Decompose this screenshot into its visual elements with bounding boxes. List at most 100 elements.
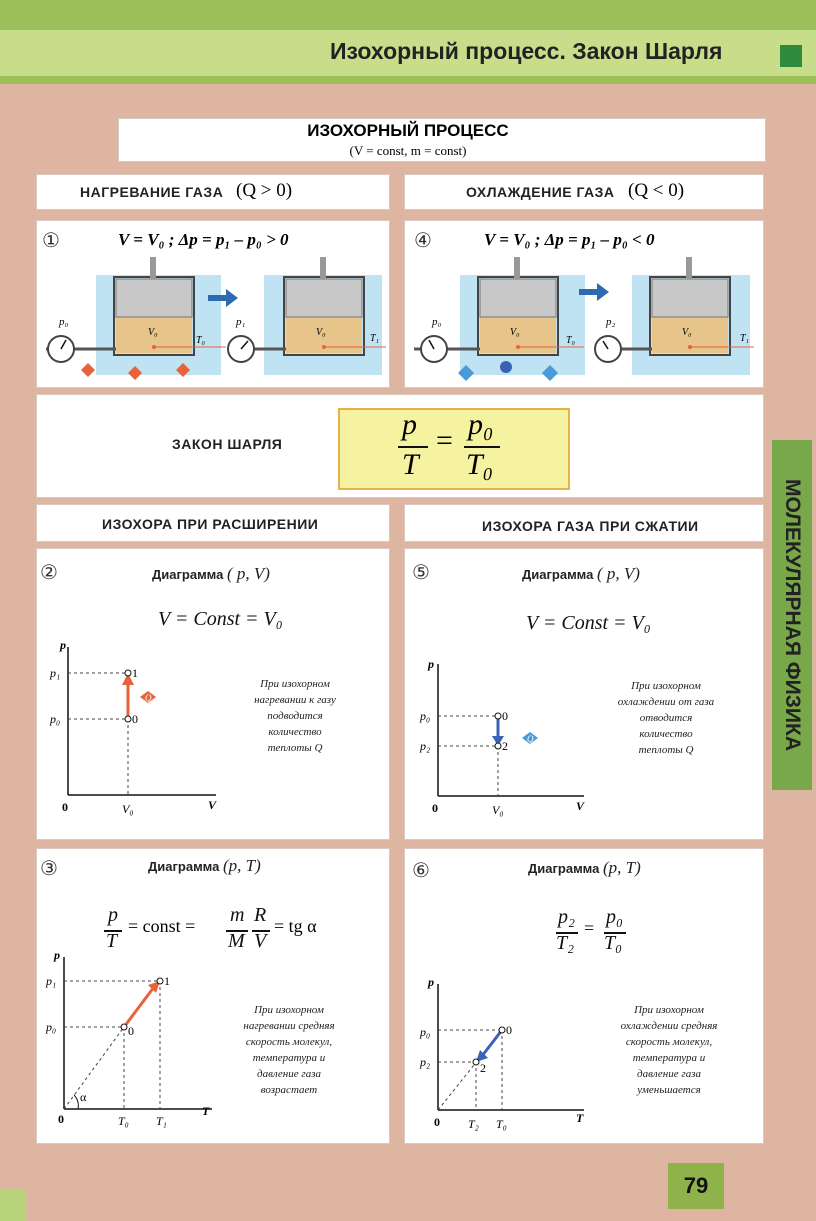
svg-text:T₀: T₀	[118, 1114, 129, 1128]
law-num-right: p₀	[468, 408, 494, 441]
cooling-formula: V = V₀ ; Δp = p₁ – p₀ < 0	[484, 230, 655, 249]
d6-eq-eq: =	[584, 918, 595, 938]
svg-text:T₂: T₂	[468, 1117, 479, 1131]
expansion-label: ИЗОХОРА ПРИ РАСШИРЕНИИ	[102, 516, 319, 532]
d3-eq-bar1	[104, 930, 122, 932]
svg-text:p₂: p₂	[419, 739, 430, 753]
section-sidebar: МОЛЕКУЛЯРНАЯ ФИЗИКА	[772, 440, 812, 790]
cooling-arrow-icon	[458, 365, 474, 381]
svg-text:V₀: V₀	[122, 802, 134, 816]
diagram5-panel	[404, 548, 764, 840]
d6-eq-p2: p₂	[558, 906, 575, 928]
svg-text:T₁: T₁	[740, 333, 749, 344]
expansion-header-panel	[36, 504, 390, 542]
law-bar-right	[464, 446, 500, 448]
cooling-arrow-icon	[542, 365, 558, 381]
svg-text:2: 2	[502, 739, 508, 753]
cooling-number: ④	[414, 230, 432, 252]
d3-eq-tg: = tg α	[274, 916, 317, 936]
page-number-box	[668, 1163, 724, 1209]
svg-text:1: 1	[164, 974, 170, 988]
diagram5-chart: p V 0 p₀ p₂ V₀ 0 2 Q	[419, 657, 585, 817]
svg-text:p: p	[427, 975, 434, 989]
d3-eq-const: = const =	[128, 916, 196, 936]
compression-label: ИЗОХОРА ГАЗА ПРИ СЖАТИИ	[482, 518, 699, 534]
svg-text:V₀: V₀	[682, 327, 692, 338]
diagram2-number: ②	[40, 562, 58, 584]
svg-text:p₂: p₂	[419, 1055, 430, 1069]
diagram2-equation: V = Const = V₀	[158, 608, 283, 630]
piston-right	[285, 278, 363, 318]
cooling-label: ОХЛАЖДЕНИЕ ГАЗА	[466, 184, 615, 200]
heat-flame-icon	[81, 363, 95, 377]
diagram6-number: ⑥	[412, 860, 430, 882]
header-stripe	[0, 76, 816, 84]
heating-number: ①	[42, 230, 60, 252]
diagram3-number: ③	[40, 858, 58, 880]
law-label: ЗАКОН ШАРЛЯ	[172, 436, 283, 452]
diagram3-chart: p T 0 p₁ p₀ T₀ T₁ 1 0 α	[45, 948, 212, 1128]
section-sidebar-label: МОЛЕКУЛЯРНАЯ ФИЗИКА	[781, 479, 804, 751]
svg-text:0: 0	[432, 801, 438, 815]
diagram3-title: Диаграмма (p, T)	[148, 856, 261, 875]
heating-formula: V = V₀ ; Δp = p₁ – p₀ > 0	[118, 230, 289, 249]
svg-text:p₀: p₀	[419, 1025, 430, 1039]
heating-label: НАГРЕВАНИЕ ГАЗА	[80, 184, 224, 200]
svg-text:p₁: p₁	[49, 666, 60, 680]
svg-text:T₁: T₁	[370, 333, 379, 344]
header-band	[0, 30, 816, 82]
d3-eq-m: m	[230, 904, 245, 926]
heating-header-panel	[36, 174, 390, 210]
isochore-arrow	[480, 1029, 504, 1057]
svg-text:p: p	[427, 657, 434, 671]
d3-eq-T: T	[106, 930, 118, 952]
svg-text:T₀: T₀	[196, 335, 206, 346]
rod-left	[150, 257, 156, 279]
heat-flame-icon	[176, 363, 190, 377]
diagram6-chart: p T 0 p₀ p₂ T₂ T₀ 0 2	[419, 975, 584, 1131]
d3-eq-p: p	[108, 904, 118, 926]
piston-left	[115, 278, 193, 318]
svg-text:0: 0	[132, 712, 138, 726]
heat-in-icon	[140, 691, 156, 703]
svg-text:V: V	[576, 799, 585, 813]
svg-text:p₀: p₀	[45, 1020, 56, 1034]
svg-text:p: p	[59, 638, 66, 652]
svg-text:T: T	[202, 1104, 210, 1118]
d6-eq-T0: T₀	[604, 932, 623, 954]
page-number: 79	[683, 1173, 709, 1198]
cooling-condition: (Q < 0)	[628, 180, 685, 201]
diagram2-chart: p V 0 p₁ p₀ V₀ 1 0 Q	[49, 638, 217, 816]
svg-text:T: T	[576, 1111, 584, 1125]
svg-text:Q: Q	[527, 734, 534, 744]
svg-text:p₁: p₁	[235, 316, 246, 328]
cooling-header-panel	[404, 174, 764, 210]
heating-condition: (Q > 0)	[236, 180, 293, 201]
bottom-left-corner	[0, 1190, 26, 1221]
d6-eq-T2: T₂	[556, 932, 575, 954]
isochore-arrow	[122, 986, 156, 1028]
svg-text:T₁: T₁	[156, 1114, 167, 1128]
main-subtitle: (V = const, m = const)	[349, 143, 467, 158]
d3-eq-bar2	[226, 930, 248, 932]
diagram3-panel	[36, 848, 390, 1144]
svg-text:V: V	[208, 798, 217, 812]
law-num-left: p	[402, 408, 417, 441]
diagram5-number: ⑤	[412, 562, 430, 584]
d3-eq-M: M	[228, 930, 245, 952]
svg-text:p₀: p₀	[58, 316, 69, 328]
header-square-icon	[780, 45, 802, 67]
svg-text:p₁: p₁	[45, 974, 56, 988]
d6-eq-p0: p₀	[606, 906, 623, 928]
heat-out-icon	[522, 732, 538, 744]
svg-text:Q: Q	[145, 693, 152, 703]
d3-eq-R: R	[254, 904, 267, 926]
svg-text:0: 0	[434, 1115, 440, 1129]
svg-text:0: 0	[128, 1024, 134, 1038]
svg-text:V₀: V₀	[492, 803, 504, 817]
law-den-right: T₀	[466, 448, 494, 481]
d3-eq-V: V	[254, 930, 267, 952]
law-bar-left	[398, 446, 428, 448]
